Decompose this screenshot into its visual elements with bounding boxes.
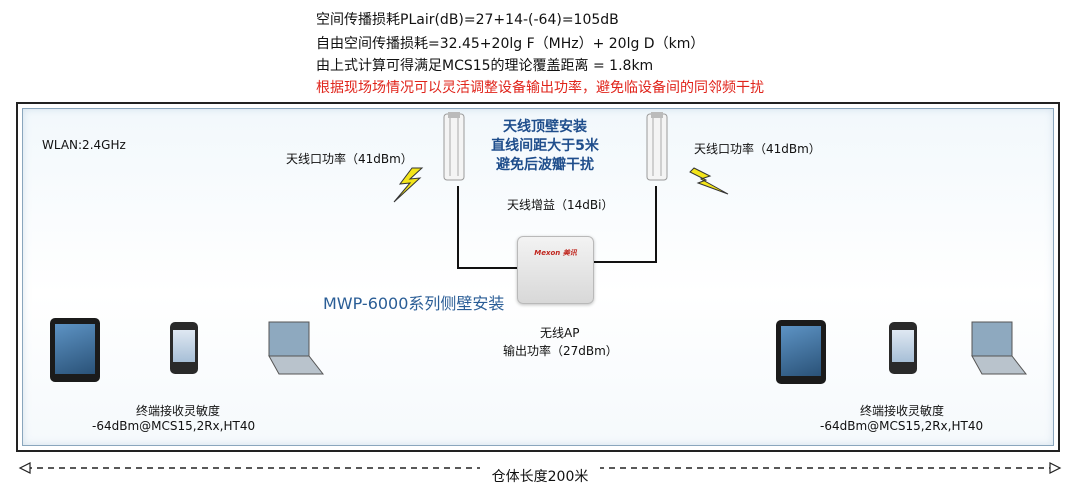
- install-note-line-3: 避免后波瓣干扰: [496, 157, 594, 173]
- laptop-right-icon: [968, 320, 1028, 380]
- ap-title-label: 无线AP: [540, 326, 580, 340]
- antenna-right-icon: [641, 112, 673, 184]
- antenna-gain-label: 天线增益（14dBi）: [507, 198, 614, 212]
- terminal-sensitivity-right-value: -64dBm@MCS15,2Rx,HT40: [820, 419, 984, 433]
- tablet-right-icon: [776, 320, 826, 384]
- ap-output-power-label: 输出功率（27dBm）: [503, 344, 618, 358]
- install-note-line-1: 天线顶壁安装: [503, 119, 587, 135]
- header-line-4: 根据现场场情况可以灵活调整设备输出功率，避免临设备间的同邻频干扰: [316, 80, 764, 96]
- phone-left-icon: [170, 322, 198, 374]
- warehouse-length-label: 仓体长度200米: [480, 466, 600, 486]
- wlan-label: WLAN:2.4GHz: [42, 138, 126, 152]
- laptop-left-icon: [265, 320, 325, 380]
- antenna-port-power-left: 天线口功率（41dBm）: [286, 152, 413, 166]
- wireless-ap-device: Mexon 美讯: [517, 236, 594, 304]
- length-arrow-right-icon: [1049, 462, 1062, 474]
- mwp-install-label: MWP-6000系列侧壁安装: [323, 294, 505, 313]
- terminal-sensitivity-left-title: 终端接收灵敏度: [136, 404, 221, 418]
- length-arrow-left-icon: [18, 462, 31, 474]
- install-note-line-2: 直线间距大于5米: [491, 138, 599, 154]
- signal-bolt-left-icon: [393, 167, 424, 203]
- header-line-2: 自由空间传播损耗=32.45+20lg F（MHz）+ 20lg D（km）: [316, 36, 705, 52]
- ap-logo: Mexon 美讯: [534, 249, 577, 257]
- cable-right: [592, 186, 657, 263]
- antenna-left-icon: [438, 112, 470, 184]
- cable-left: [457, 186, 520, 269]
- install-note: 天线顶壁安装 直线间距大于5米 避免后波瓣干扰: [485, 118, 605, 175]
- signal-bolt-right-icon: [689, 167, 729, 195]
- header-line-1: 空间传播损耗PLair(dB)=27+14-(-64)=105dB: [316, 12, 619, 28]
- phone-right-icon: [889, 322, 917, 374]
- terminal-sensitivity-left-value: -64dBm@MCS15,2Rx,HT40: [92, 419, 256, 433]
- header-line-3: 由上式计算可得满足MCS15的理论覆盖距离 = 1.8km: [316, 58, 654, 74]
- terminal-sensitivity-right-title: 终端接收灵敏度: [860, 404, 945, 418]
- tablet-left-icon: [50, 318, 100, 382]
- antenna-port-power-right: 天线口功率（41dBm）: [694, 142, 821, 156]
